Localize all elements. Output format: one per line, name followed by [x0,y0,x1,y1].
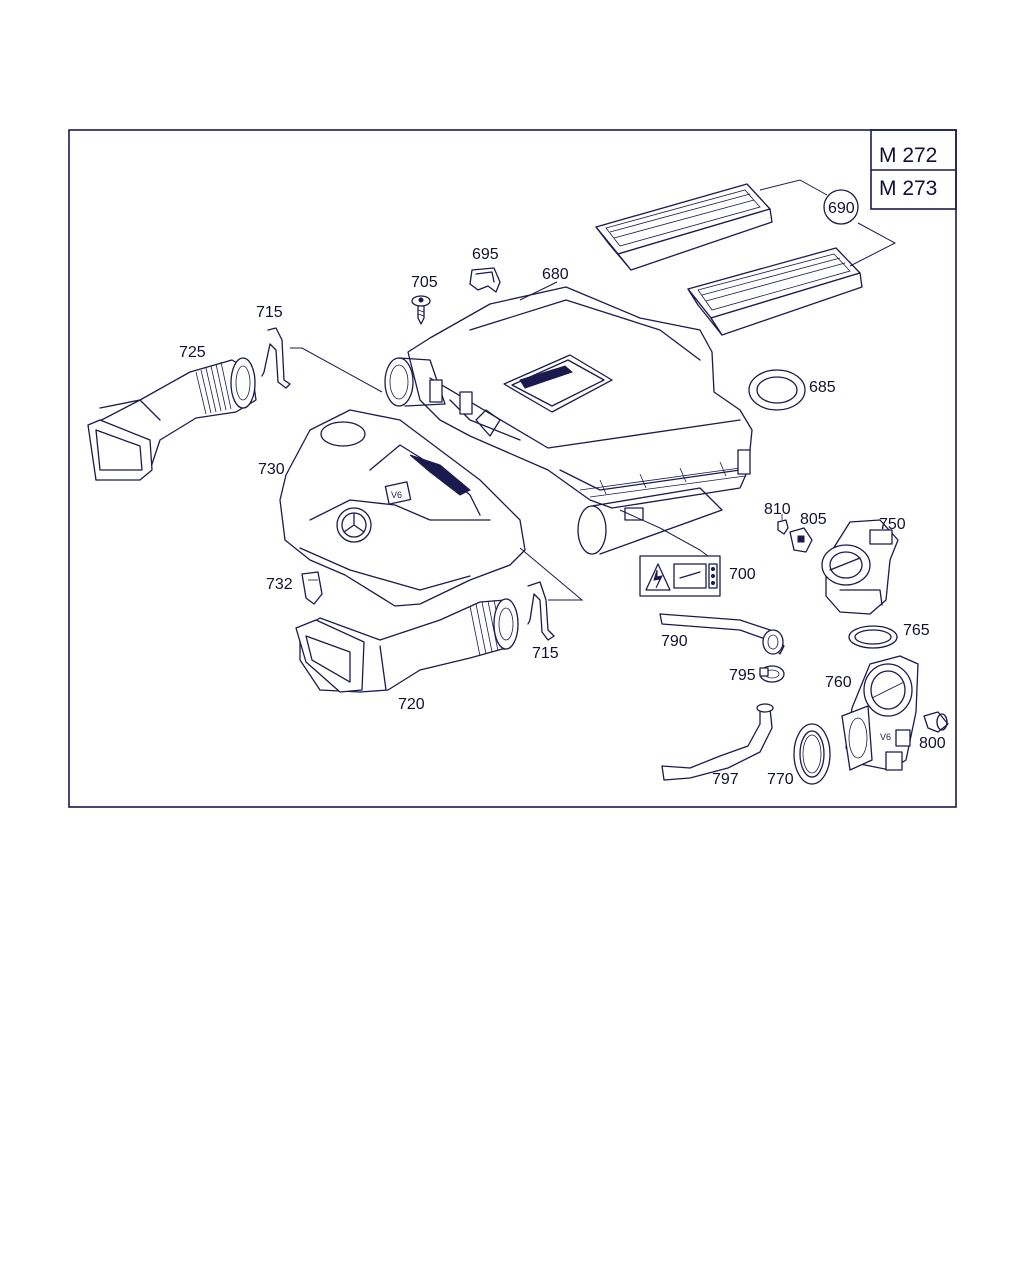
diagram-frame [68,129,957,808]
clamp-795 [759,665,785,683]
air-filter-element-upper [595,183,773,271]
engine-code-m272: M 272 [879,144,937,167]
callout-680: 680 [542,266,569,283]
air-filter-housing [384,286,753,555]
seal-715-upper [261,327,291,389]
airflow-housing-750 [821,519,899,615]
air-filter-element-lower [687,247,863,336]
hose-797 [661,703,774,781]
svg-text:V6: V6 [880,732,891,742]
gasket-770 [793,723,831,785]
engine-code-box: M 272 M 273 [870,129,957,210]
clip-695 [469,267,501,293]
svg-text:V6: V6 [391,490,402,500]
callout-715-upper: 715 [256,304,283,321]
callout-725: 725 [179,344,206,361]
callout-700: 700 [729,566,756,583]
screw-705 [411,295,431,325]
callout-765: 765 [903,622,930,639]
hose-790 [659,613,785,655]
callout-760: 760 [825,674,852,691]
callout-797: 797 [712,771,739,788]
callout-810: 810 [764,501,791,518]
warning-label-700 [619,509,721,597]
callout-695: 695 [472,246,499,263]
seal-715-lower [527,581,555,641]
clip-732 [301,571,323,605]
ring-765 [848,625,898,649]
callout-circle-690 [823,189,859,225]
callout-720: 720 [398,696,425,713]
callout-770: 770 [767,771,794,788]
fitting-810 [777,514,789,535]
intake-duct-725 [87,357,257,481]
callout-705: 705 [411,274,438,291]
engine-code-m273: M 273 [879,177,937,200]
intake-duct-720 [295,598,519,693]
callout-685: 685 [809,379,836,396]
callout-795: 795 [729,667,756,684]
callout-690: 690 [828,200,855,217]
seal-ring-685 [748,369,806,411]
callout-715-lower: 715 [532,645,559,662]
callout-805: 805 [800,511,827,528]
callout-730: 730 [258,461,285,478]
callout-790: 790 [661,633,688,650]
throttle-housing-760: V6 [841,655,919,771]
tube-800 [923,711,949,733]
sensor-805 [789,527,813,553]
engine-cover-730: V6 [279,409,526,607]
callout-750: 750 [879,516,906,533]
callout-800: 800 [919,735,946,752]
callout-732: 732 [266,576,293,593]
